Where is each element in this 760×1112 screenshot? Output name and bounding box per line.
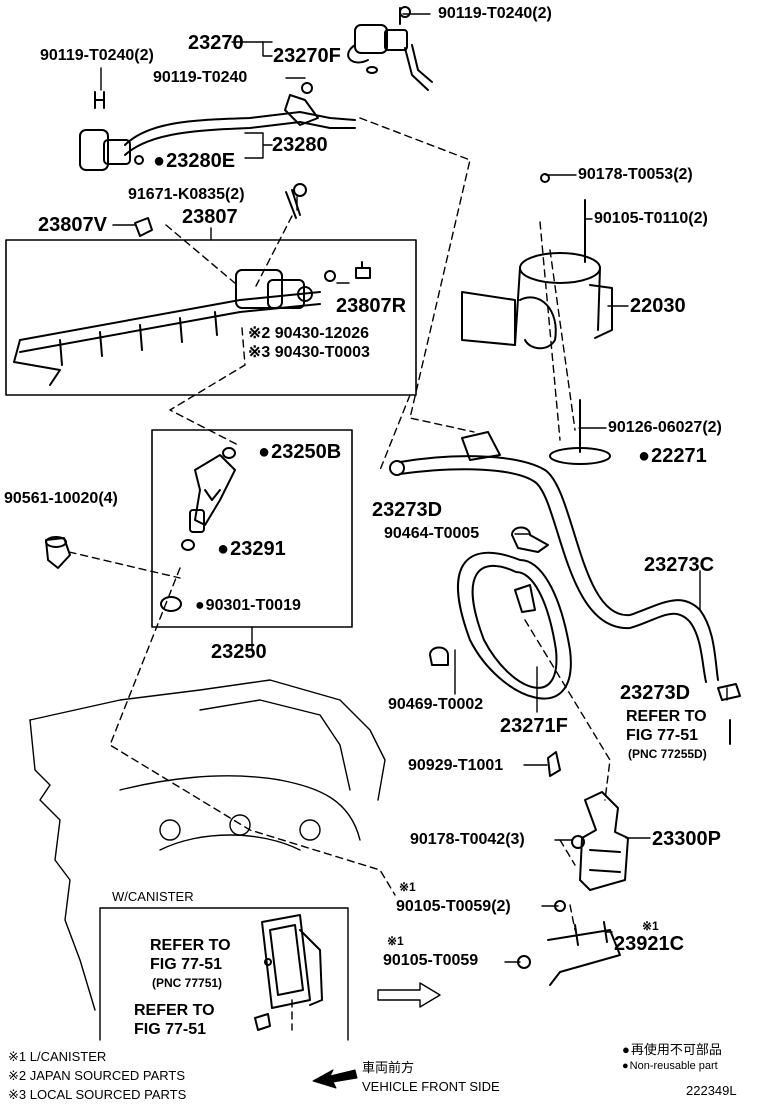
legend-note-2: ※2 JAPAN SOURCED PARTS	[8, 1068, 186, 1083]
diagram-code: 222349L	[686, 1083, 737, 1098]
label-90469-t0002: 90469-T0002	[388, 696, 484, 713]
grommet-art	[45, 536, 71, 569]
canister-fig-link[interactable]: FIG 77-51	[150, 956, 223, 973]
label-90464-t0005: 90464-T0005	[384, 525, 480, 542]
label-23250b: 23250B	[258, 442, 341, 462]
label-23280e: 23280E	[153, 151, 235, 171]
legend-note-1: ※1 L/CANISTER	[8, 1049, 107, 1064]
non-reusable-en: Non-reusable part	[622, 1061, 718, 1072]
injector-art	[160, 447, 236, 612]
pulsation-damper-top-art	[347, 6, 433, 91]
label-91671-k0835: 91671-K0835(2)	[128, 186, 245, 203]
label-23273d-top: 23273D	[372, 499, 443, 521]
marker-3: ※3	[248, 344, 271, 361]
label-23807r: 23807R	[336, 295, 407, 317]
label-90105-t0110: 90105-T0110(2)	[594, 210, 708, 227]
hose-clamps-art	[429, 526, 741, 777]
front-side-arrow	[312, 1069, 358, 1089]
canister-title: W/CANISTER	[112, 889, 194, 904]
label-23273d-bottom: 23273D	[620, 682, 691, 704]
canister-box	[99, 907, 349, 1041]
label-90126-06027: 90126-06027(2)	[608, 419, 722, 436]
marker-1-b: ※1	[642, 919, 659, 933]
label-90105-t0059-2: 90105-T0059(2)	[396, 898, 511, 915]
label-23300p: 23300P	[652, 828, 721, 850]
vehicle-front-en: VEHICLE FRONT SIDE	[362, 1079, 500, 1094]
label-23280: 23280	[272, 134, 328, 156]
legend-note-3: ※3 LOCAL SOURCED PARTS	[8, 1087, 187, 1102]
label-90178-t0053: 90178-T0053(2)	[578, 166, 693, 183]
bottom-refer-to[interactable]: REFER TO	[134, 1002, 215, 1019]
label-23270f: 23270F	[273, 45, 341, 67]
vehicle-front-cn: 車両前方	[362, 1060, 415, 1075]
label-22271: 22271	[638, 446, 707, 466]
label-90301-t0019: 90301-T0019	[195, 598, 301, 614]
fuel-pipe-23280-art	[79, 82, 356, 171]
marker-1-a: ※1	[399, 880, 416, 894]
label-23270: 23270	[188, 32, 244, 54]
label-90430-t0003: 90430-T0003	[274, 344, 370, 361]
label-90119-t0240: 90119-T0240	[153, 69, 248, 86]
hose-23273C-art	[389, 431, 719, 683]
label-90178-t0042: 90178-T0042(3)	[410, 831, 525, 848]
label-90119-t0240-2-left: 90119-T0240(2)	[40, 47, 154, 64]
leader-lines	[100, 13, 728, 963]
label-23273c: 23273C	[644, 554, 715, 576]
purge-vsv-art	[517, 791, 629, 986]
dashed-lines	[68, 117, 611, 1031]
engine-outline-art	[29, 679, 386, 1011]
label-90430-12026: 90430-12026	[274, 325, 370, 342]
canister-refer-to[interactable]: REFER TO	[150, 937, 231, 954]
right-fig-link[interactable]: FIG 77-51	[626, 727, 699, 744]
fuel-delivery-pipe-art	[13, 183, 371, 386]
non-reusable-cn: 再使用不可部品	[622, 1043, 722, 1056]
label-90929-t1001: 90929-T1001	[408, 757, 504, 774]
bottom-fig-link[interactable]: FIG 77-51	[134, 1021, 207, 1038]
label-90561-10020: 90561-10020(4)	[4, 490, 118, 507]
label-90105-t0059: 90105-T0059	[383, 952, 479, 969]
right-pnc: (PNC 77255D)	[628, 747, 707, 761]
marker-1-c: ※1	[387, 934, 404, 948]
label-23271f: 23271F	[500, 715, 568, 737]
label-23807: 23807	[182, 206, 238, 228]
throttle-gasket-art	[549, 447, 611, 465]
hose-23271F-art	[457, 551, 572, 700]
canister-pnc: (PNC 77751)	[152, 976, 223, 990]
canister-bracket-art	[254, 914, 323, 1031]
throttle-body-art	[461, 173, 613, 453]
label-23291: 23291	[217, 539, 286, 559]
marker-2: ※2	[248, 325, 271, 342]
label-23250: 23250	[211, 641, 267, 663]
label-23921c: 23921C	[614, 933, 685, 955]
label-23807v: 23807V	[38, 214, 107, 236]
label-90119-t0240-2-top: 90119-T0240(2)	[438, 5, 552, 22]
right-refer-to[interactable]: REFER TO	[626, 708, 707, 725]
label-22030: 22030	[630, 295, 686, 317]
outline-arrow	[377, 982, 441, 1008]
